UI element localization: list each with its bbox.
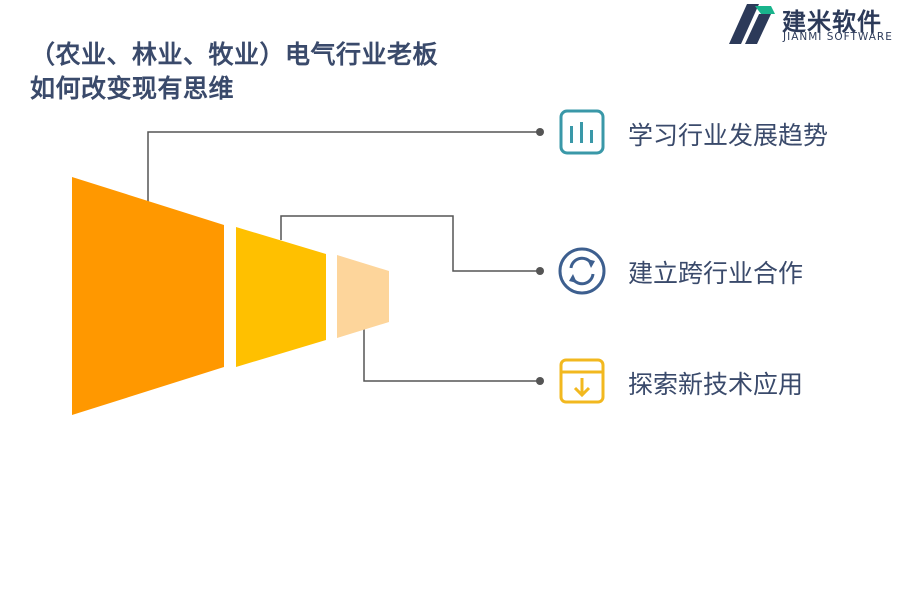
page-title: （农业、林业、牧业）电气行业老板 如何改变现有思维 (30, 38, 438, 106)
item-label-3: 探索新技术应用 (628, 370, 804, 399)
funnel-segment-2 (236, 227, 326, 367)
refresh-icon (558, 247, 606, 295)
logo-name: 建米软件 (782, 8, 882, 36)
logo-mark-icon (729, 4, 775, 44)
logo-subtitle: JIANMI SOFTWARE (783, 31, 893, 43)
funnel-segment-1 (72, 177, 224, 415)
connector-line-1 (147, 131, 540, 202)
connector-dot-3 (536, 377, 544, 385)
connector-line-3 (363, 328, 540, 382)
brand-logo: 建米软件 JIANMI SOFTWARE (725, 0, 900, 48)
item-label-2: 建立跨行业合作 (628, 259, 804, 288)
bar-chart-icon (559, 109, 605, 155)
connector-dot-1 (536, 128, 544, 136)
connector-dot-2 (536, 267, 544, 275)
connector-line-2 (280, 215, 540, 272)
title-line-2: 如何改变现有思维 (30, 74, 235, 103)
item-label-1: 学习行业发展趋势 (628, 121, 829, 150)
download-box-icon (559, 358, 605, 404)
funnel-segment-3 (337, 255, 389, 338)
title-line-1: （农业、林业、牧业）电气行业老板 (30, 40, 439, 69)
